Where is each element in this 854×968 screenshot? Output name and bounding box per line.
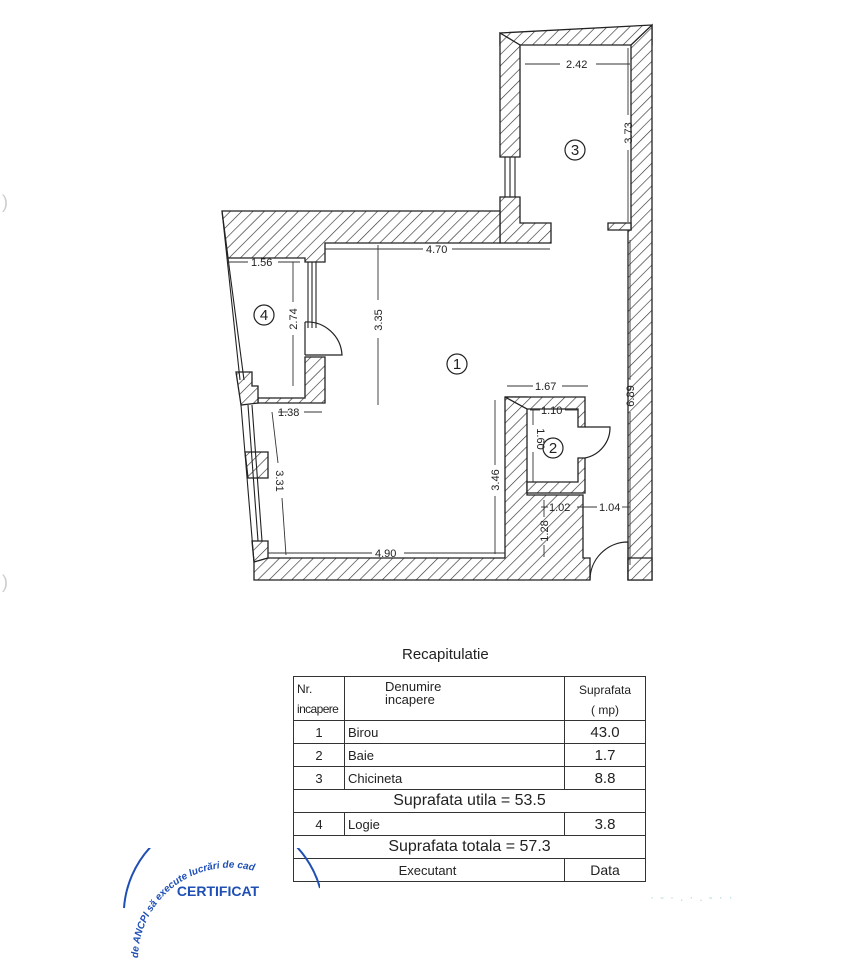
header-nr: Nr.incapere <box>293 676 345 721</box>
stamp-arc-text: de ANCPI să execute lucrări de cad <box>130 860 257 959</box>
wall-kitchen-left-upper <box>499 31 521 158</box>
recap-title: Recapitulatie <box>402 646 489 663</box>
door-entry <box>589 541 629 581</box>
dim-3-35: 3.35 <box>373 309 385 330</box>
wall-kitchen-left-lower <box>499 196 552 244</box>
footer-row: Executant Data <box>293 858 646 882</box>
dim-3-46: 3.46 <box>490 469 502 490</box>
dim-1-04: 1.04 <box>599 502 620 514</box>
row-area: 43.0 <box>564 720 646 744</box>
certificate-stamp: de ANCPI să execute lucrări de cad CERTI… <box>123 848 320 959</box>
total-area: Suprafata totala = 57.3 <box>293 835 646 859</box>
total-area-row: Suprafata totala = 57.3 <box>293 835 646 859</box>
walls <box>221 23 653 581</box>
dim-3-73: 3.73 <box>623 122 635 143</box>
dim-1-67: 1.67 <box>535 381 556 393</box>
wall-main-top <box>221 210 501 263</box>
doors <box>304 321 629 581</box>
wall-right-exterior <box>627 23 653 581</box>
dim-1-56: 1.56 <box>251 257 272 269</box>
row-area: 3.8 <box>564 812 646 836</box>
wall-kitchen-top <box>499 24 653 46</box>
wall-kitchen-bottom-stub <box>607 222 632 231</box>
wall-bath-top <box>504 396 586 428</box>
dim-1-60: 1.60 <box>534 428 546 449</box>
room-3-number: 3 <box>571 142 579 159</box>
row-name: Logie <box>344 812 565 836</box>
room-1-number: 1 <box>453 356 461 373</box>
header-area: Suprafata( mp) <box>564 676 646 721</box>
stamp-title: CERTIFICAT <box>177 883 260 899</box>
dim-2-74: 2.74 <box>288 308 300 329</box>
date-label: Data <box>564 858 646 882</box>
row-nr: 2 <box>293 743 345 767</box>
wall-bottom <box>253 396 591 581</box>
useful-area: Suprafata utila = 53.5 <box>293 789 646 813</box>
dim-1-28: 1.28 <box>539 520 551 541</box>
row-nr: 3 <box>293 766 345 790</box>
door-bath <box>584 426 611 459</box>
useful-area-row: Suprafata utila = 53.5 <box>293 789 646 813</box>
dim-6-89: 6.89 <box>625 385 637 406</box>
dimension-lines <box>228 48 631 565</box>
table-row: 2 Baie 1.7 <box>293 743 646 767</box>
row-nr: 4 <box>293 812 345 836</box>
windows <box>221 157 516 563</box>
wall-right-bottom <box>627 557 653 581</box>
table-row: 1 Birou 43.0 <box>293 720 646 744</box>
row-name: Birou <box>344 720 565 744</box>
dim-1-38: 1.38 <box>278 407 299 419</box>
row-nr: 1 <box>293 720 345 744</box>
dim-2-42: 2.42 <box>566 59 587 71</box>
dim-3-31: 3.31 <box>273 470 285 491</box>
row-area: 8.8 <box>564 766 646 790</box>
table-row: 3 Chicineta 8.8 <box>293 766 646 790</box>
room-4-number: 4 <box>260 307 268 324</box>
dim-4-70: 4.70 <box>426 244 447 256</box>
row-name: Chicineta <box>344 766 565 790</box>
room-2-number: 2 <box>549 440 557 457</box>
wall-bath-right-lower <box>526 457 586 494</box>
dim-1-02: 1.02 <box>549 502 570 514</box>
wall-logia-right-lower <box>257 356 326 404</box>
dim-1-10: 1.10 <box>541 405 562 417</box>
margin-mark: ) <box>2 192 8 212</box>
faint-bleed-text: ·-·.·.-·· <box>650 890 739 904</box>
row-name: Baie <box>344 743 565 767</box>
floor-plan-drawing: 2.42 3.73 4.70 1.56 2.74 3.35 6.89 1.67 … <box>221 23 653 581</box>
door-logia <box>304 321 343 356</box>
room-number-markers <box>253 139 586 459</box>
row-area: 1.7 <box>564 743 646 767</box>
dim-4-90: 4.90 <box>375 548 396 560</box>
svg-text:de ANCPI să execute lucrări de: de ANCPI să execute lucrări de cad <box>130 860 257 959</box>
table-row: 4 Logie 3.8 <box>293 812 646 836</box>
executant-label: Executant <box>293 858 565 882</box>
margin-mark: ) <box>2 572 8 592</box>
